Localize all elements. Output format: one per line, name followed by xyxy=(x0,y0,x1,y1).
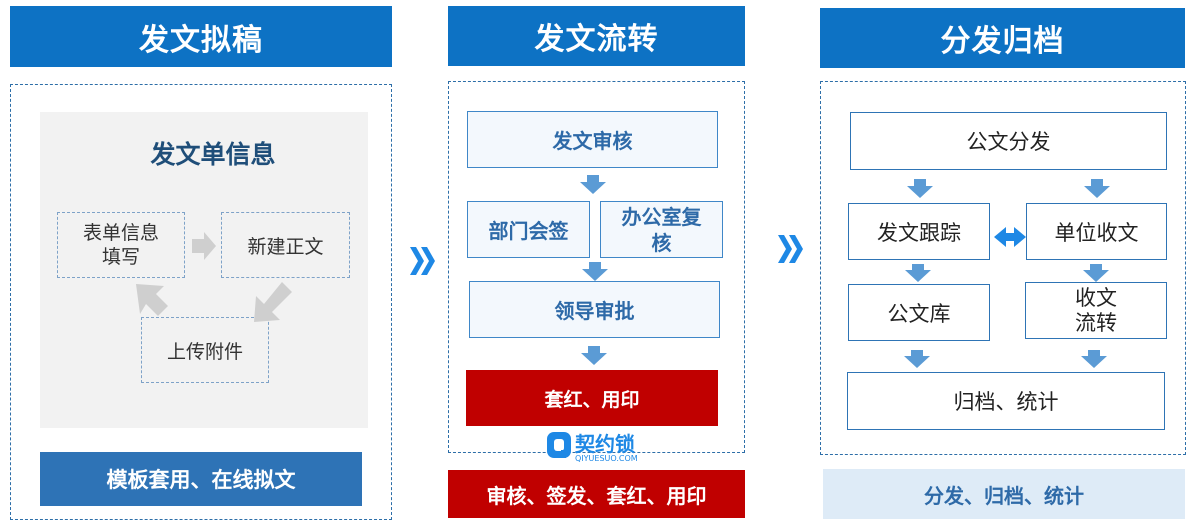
column-header-flow: 发文流转 xyxy=(448,6,745,66)
column-header-archive: 分发归档 xyxy=(820,8,1185,68)
step-dept-sign: 部门会签 xyxy=(467,201,590,258)
step-seal-print: 套红、用印 xyxy=(466,370,718,426)
arrow-down-icon xyxy=(582,262,608,281)
step-distribute: 公文分发 xyxy=(850,112,1167,170)
draft-container xyxy=(10,84,392,520)
arrow-down-icon xyxy=(581,346,607,365)
flow-container xyxy=(448,81,745,453)
step-new-body: 新建正文 xyxy=(221,212,350,278)
draft-panel-title: 发文单信息 xyxy=(150,140,276,169)
arrow-down-icon xyxy=(907,179,933,198)
double-arrow-icon xyxy=(994,227,1026,247)
step-receive-flow: 收文 流转 xyxy=(1025,282,1167,339)
arrow-down-icon xyxy=(905,264,931,282)
step-library: 公文库 xyxy=(848,284,990,341)
arrow-down-icon xyxy=(1084,179,1110,198)
step-fill-form: 表单信息 填写 xyxy=(57,212,185,278)
arrow-down-icon xyxy=(580,175,606,194)
arrow-down-icon xyxy=(904,350,930,368)
step-track: 发文跟踪 xyxy=(848,203,990,260)
step-upload-attachment: 上传附件 xyxy=(141,317,269,383)
brand-logo-icon xyxy=(547,432,571,458)
archive-container xyxy=(820,81,1186,455)
arrow-up-left-gray-icon xyxy=(136,284,168,316)
chevron-right-icon xyxy=(410,247,435,275)
brand-name: 契约锁 xyxy=(575,432,635,456)
step-leader-approve: 领导审批 xyxy=(469,281,720,338)
draft-footer-bar: 模板套用、在线拟文 xyxy=(40,452,362,506)
flow-footer-bar: 审核、签发、套红、用印 xyxy=(448,470,745,518)
brand-domain: QIYUESUO.COM xyxy=(575,454,638,463)
arrow-down-left-gray-icon xyxy=(254,282,292,322)
archive-footer-bar: 分发、归档、统计 xyxy=(823,469,1185,519)
step-review: 发文审核 xyxy=(467,111,718,168)
step-office-review: 办公室复 核 xyxy=(600,201,723,258)
arrow-down-icon xyxy=(1081,350,1107,368)
step-receive: 单位收文 xyxy=(1026,203,1167,260)
column-header-draft: 发文拟稿 xyxy=(10,6,392,67)
brand-watermark: 契约锁 QIYUESUO.COM xyxy=(545,428,655,468)
arrow-right-gray-icon xyxy=(192,232,216,260)
chevron-right-icon xyxy=(778,235,803,263)
step-archive-stats: 归档、统计 xyxy=(847,372,1165,430)
arrow-down-icon xyxy=(1083,264,1109,282)
